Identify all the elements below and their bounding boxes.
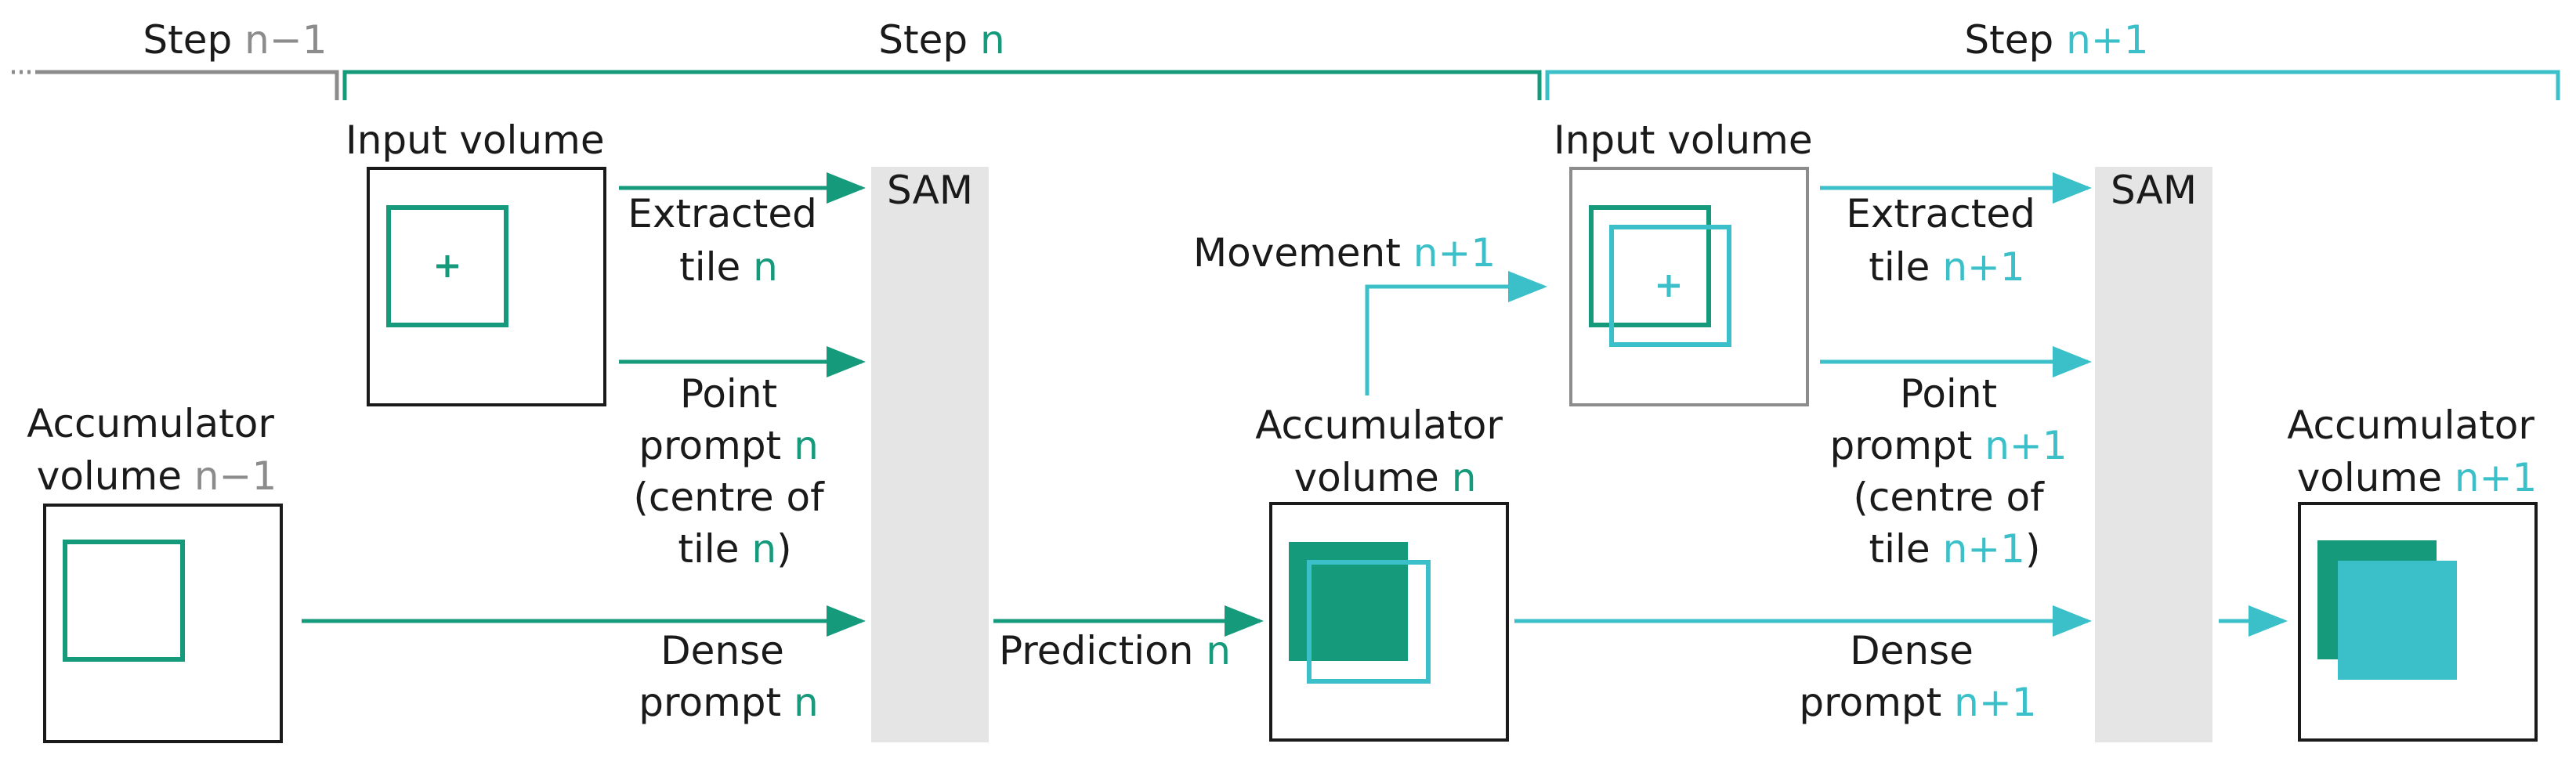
accumulator-n-label: Accumulator volume n <box>1255 403 1515 500</box>
prev-tile-outline-n1 <box>1589 205 1711 327</box>
accumulator-volume-n1 <box>2298 502 2538 742</box>
input-volume-n1 <box>1569 167 1809 406</box>
point-prompt-marker-n <box>436 255 458 277</box>
accumulator-prev-tile <box>63 540 185 662</box>
extracted-tile-label-n1: Extracted tile n+1 <box>1846 191 2047 290</box>
step-prev-bracket <box>12 70 339 100</box>
accumulator-volume-n <box>1269 502 1509 742</box>
step-next-bracket <box>1545 70 2560 100</box>
accumulator-n1-tile-n1 <box>2338 561 2457 680</box>
input-volume-label-n: Input volume <box>346 117 605 163</box>
point-prompt-label-n1: Point prompt n+1 (centre of tile n+1) <box>1829 371 2079 572</box>
accumulator-n1-label: Accumulator volume n+1 <box>2287 403 2547 500</box>
input-volume-label-n1: Input volume <box>1554 117 1813 163</box>
movement-label: Movement n+1 <box>1193 230 1496 276</box>
sam-block-n <box>871 167 989 742</box>
point-prompt-label-n: Point prompt n (centre of tile n) <box>633 371 836 572</box>
sam-label-n1: SAM <box>2111 168 2197 213</box>
accumulator-prev-label: Accumulator volume n−1 <box>27 401 287 499</box>
sam-block-n1 <box>2095 167 2212 742</box>
sam-label-n: SAM <box>887 168 973 213</box>
accumulator-n-next-tile-outline <box>1307 560 1431 684</box>
extracted-tile-outline-n <box>386 205 508 327</box>
step-prev-label: Step n−1 <box>143 17 327 63</box>
point-prompt-marker-n1 <box>1658 275 1680 297</box>
dense-prompt-label-n1: Dense prompt n+1 <box>1799 628 2036 725</box>
accumulator-n-filled-tile <box>1289 542 1408 661</box>
input-volume-n <box>367 167 606 406</box>
movement-arrow <box>1365 271 1547 395</box>
prediction-label-n: Prediction n <box>999 628 1231 673</box>
step-next-label: Step n+1 <box>1964 17 2148 63</box>
extracted-tile-label-n: Extracted tile n <box>628 191 829 290</box>
step-current-bracket <box>342 70 1542 100</box>
step-current-label: Step n <box>878 17 1004 63</box>
extracted-tile-outline-n1 <box>1609 225 1731 347</box>
accumulator-volume-prev <box>43 504 283 743</box>
dense-prompt-label-n: Dense prompt n <box>639 628 818 725</box>
